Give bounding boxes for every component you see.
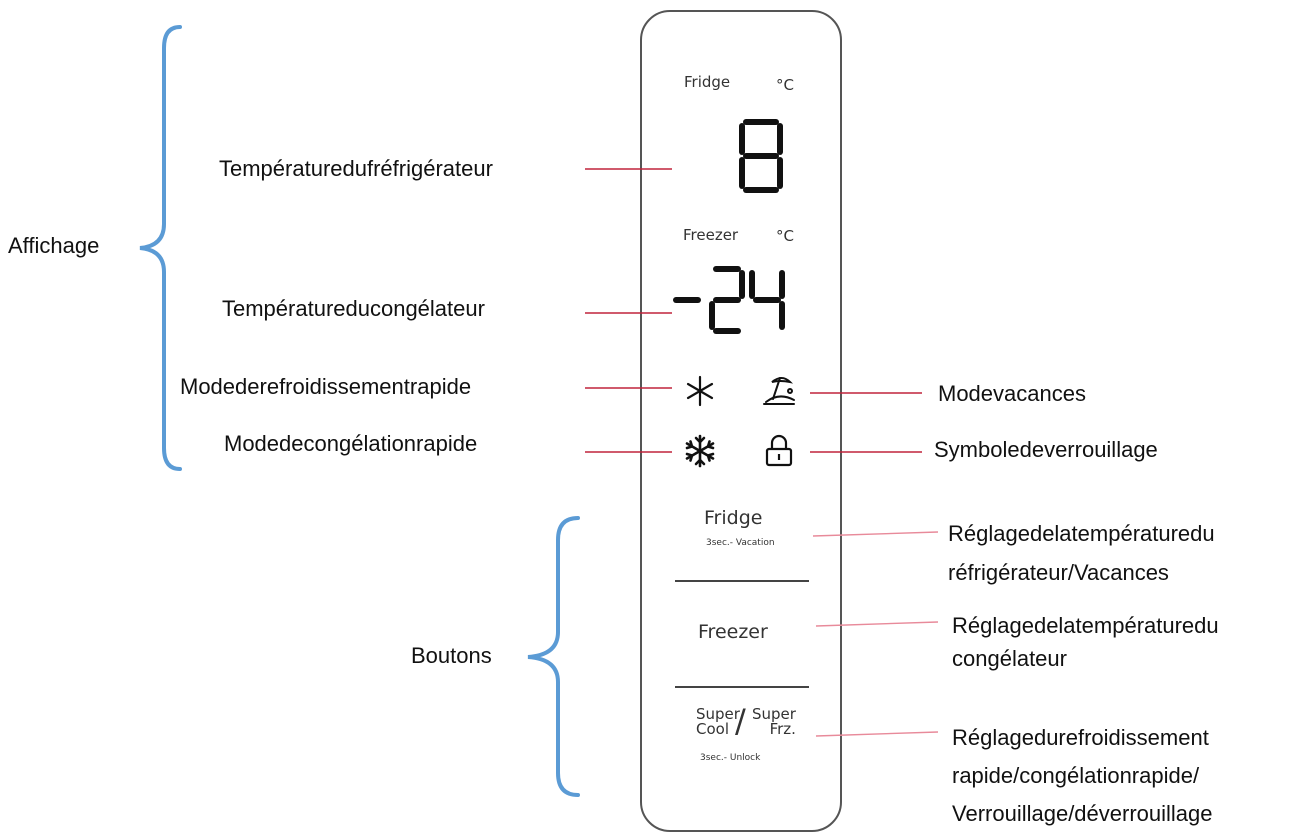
fridge-temperature-digits bbox=[739, 119, 783, 193]
freezer-digit bbox=[749, 270, 785, 330]
freezer-unit-label: °C bbox=[776, 227, 794, 245]
fridge-temp-callout: Températuredufréfrigérateur bbox=[219, 156, 493, 181]
lock-symbol-callout: Symboledeverrouillage bbox=[934, 437, 1158, 462]
freezer-temperature-digits bbox=[673, 266, 785, 334]
lock-icon bbox=[765, 434, 793, 467]
super-cool-frz-button[interactable]: Super Cool / Super Frz. 3sec.- Unlock bbox=[696, 702, 808, 773]
super-cool-label: Super Cool bbox=[696, 705, 740, 738]
freezer-digit bbox=[709, 266, 745, 334]
leader-super-button bbox=[815, 731, 939, 737]
fridge-button-callout: Réglagedelatempératuredu réfrigérateur/V… bbox=[948, 521, 1215, 585]
buttons-group-label: Boutons bbox=[411, 643, 492, 668]
button-separator bbox=[675, 580, 809, 582]
snowflake-cool-icon bbox=[686, 375, 714, 407]
super-frz-label: Super Frz. bbox=[752, 705, 796, 738]
fridge-digit bbox=[739, 119, 783, 193]
freezer-display-label: Freezer bbox=[683, 226, 739, 244]
slash-separator: / bbox=[735, 702, 746, 740]
fridge-unit-label: °C bbox=[776, 76, 794, 94]
vacation-icon bbox=[763, 377, 795, 405]
fridge-button[interactable]: Fridge bbox=[704, 507, 763, 529]
display-brace bbox=[139, 25, 182, 471]
display-group-label: Affichage bbox=[8, 233, 100, 258]
super-frz-mode-callout: Modedecongélationrapide bbox=[224, 431, 478, 456]
vacation-mode-callout: Modevacances bbox=[938, 381, 1086, 406]
super-button-hint: 3sec.- Unlock bbox=[700, 753, 761, 763]
buttons-brace bbox=[527, 516, 580, 797]
super-button-callout: Réglagedurefroidissement rapide/congélat… bbox=[952, 725, 1213, 826]
snowflake-frz-icon bbox=[685, 434, 715, 468]
freezer-button-callout: Réglagedelatempératuredu congélateur bbox=[952, 613, 1219, 671]
fridge-display-label: Fridge bbox=[684, 73, 731, 91]
leader-freezer-button bbox=[815, 621, 939, 627]
leader-fridge-button bbox=[812, 531, 939, 537]
super-cool-mode-callout: Modederefroidissementrapide bbox=[180, 374, 472, 399]
fridge-button-hint: 3sec.- Vacation bbox=[706, 538, 775, 548]
freezer-button[interactable]: Freezer bbox=[698, 621, 768, 643]
freezer-temp-callout: Températureducongélateur bbox=[222, 296, 485, 321]
button-separator bbox=[675, 686, 809, 688]
